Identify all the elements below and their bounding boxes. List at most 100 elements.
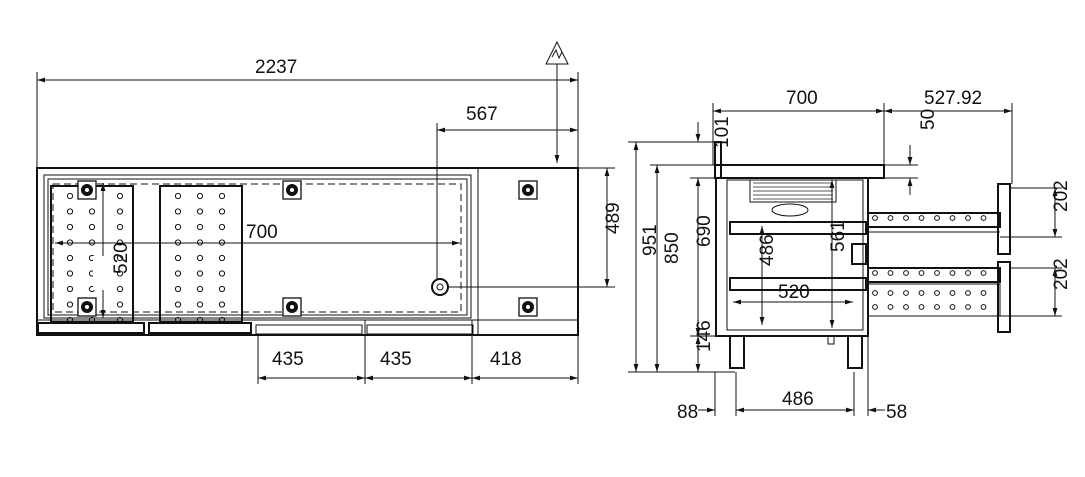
dim-drain-offset: 567	[466, 104, 498, 125]
drawer-1-rail	[729, 221, 867, 235]
dim-working-height: 850	[662, 232, 683, 264]
hole	[218, 223, 226, 231]
drawer-2-rail	[729, 277, 867, 291]
leg-left	[729, 335, 745, 369]
hole	[66, 301, 74, 308]
door-3	[255, 324, 363, 335]
hole	[66, 270, 74, 277]
hole	[116, 254, 124, 262]
hole	[174, 301, 182, 308]
dim-compartment: 418	[490, 349, 522, 370]
dim-inner-width: 700	[246, 222, 278, 243]
hole	[218, 285, 226, 293]
dim-right-offset: 58	[886, 402, 907, 423]
hole	[66, 254, 74, 262]
well-dashed	[52, 183, 462, 313]
dim-leg-spacing: 486	[782, 389, 814, 410]
hole	[116, 285, 124, 293]
hole	[949, 215, 956, 221]
hole	[174, 254, 182, 262]
dim-inner-depth: 520	[778, 282, 810, 303]
hole	[218, 301, 226, 308]
hole	[174, 192, 182, 200]
hole	[918, 290, 925, 296]
dim-side-depth: 700	[786, 88, 818, 109]
door-4	[366, 324, 474, 335]
hole	[903, 290, 909, 296]
hole	[887, 304, 894, 310]
hole	[887, 270, 894, 276]
hole	[174, 270, 182, 277]
dim-drawer-2-height: 202	[1051, 258, 1072, 290]
dim-drawer-1-height: 202	[1051, 180, 1072, 212]
hole	[196, 254, 204, 262]
hole	[218, 208, 226, 215]
hole	[196, 208, 204, 215]
hole	[918, 304, 925, 310]
drawer-2-front	[997, 261, 1011, 333]
hole	[949, 270, 956, 276]
hole	[66, 316, 74, 324]
hole	[66, 223, 74, 231]
hole	[934, 215, 940, 221]
hole	[196, 316, 204, 324]
hole	[66, 285, 74, 293]
hole	[980, 270, 987, 276]
hole	[116, 301, 124, 308]
leg-right	[847, 335, 863, 369]
controller	[851, 243, 867, 265]
hole	[934, 290, 940, 296]
hole	[196, 301, 204, 308]
hole	[196, 192, 204, 200]
hole	[903, 215, 909, 221]
hole	[196, 285, 204, 293]
dim-depth: 489	[603, 202, 624, 234]
hole	[174, 208, 182, 215]
dim-left-offset: 88	[677, 402, 698, 423]
hole	[66, 192, 74, 200]
hole	[116, 223, 124, 231]
hole	[116, 192, 124, 200]
dim-door-2: 435	[380, 349, 412, 370]
hole	[88, 316, 96, 324]
hole	[965, 304, 971, 310]
hole	[965, 290, 971, 296]
hole	[934, 270, 940, 276]
hole	[116, 208, 124, 215]
hole	[872, 270, 878, 276]
hole	[965, 270, 971, 276]
condenser	[749, 179, 837, 203]
hole	[174, 285, 182, 293]
bolts	[77, 180, 538, 317]
hole	[174, 316, 182, 324]
dim-top-thickness: 101	[712, 116, 733, 148]
hole	[903, 304, 909, 310]
hole	[918, 270, 925, 276]
hole	[218, 316, 226, 324]
hole	[218, 270, 226, 277]
hole	[872, 304, 878, 310]
well-outline	[43, 174, 472, 319]
hole	[196, 270, 204, 277]
drawer-1-front	[997, 183, 1011, 255]
hole	[887, 290, 894, 296]
drawer-1-extended	[867, 212, 1001, 228]
hole	[66, 208, 74, 215]
hole	[88, 208, 96, 215]
hole	[218, 254, 226, 262]
hole	[116, 316, 124, 324]
dim-drawer-extension: 527.92	[924, 88, 982, 109]
dim-drawer-depth: 520	[111, 242, 132, 274]
worktop	[714, 164, 885, 179]
well-inner	[47, 178, 468, 316]
hole	[980, 290, 987, 296]
hole	[949, 304, 956, 310]
drain-icon	[431, 278, 449, 296]
hole	[980, 215, 987, 221]
side-view: 700 527.92 50 951 850 690 146 101 486 56…	[628, 88, 1072, 423]
hole	[887, 215, 894, 221]
hole	[872, 215, 878, 221]
dim-body-height: 690	[694, 215, 715, 247]
cabinet-body	[715, 177, 869, 337]
